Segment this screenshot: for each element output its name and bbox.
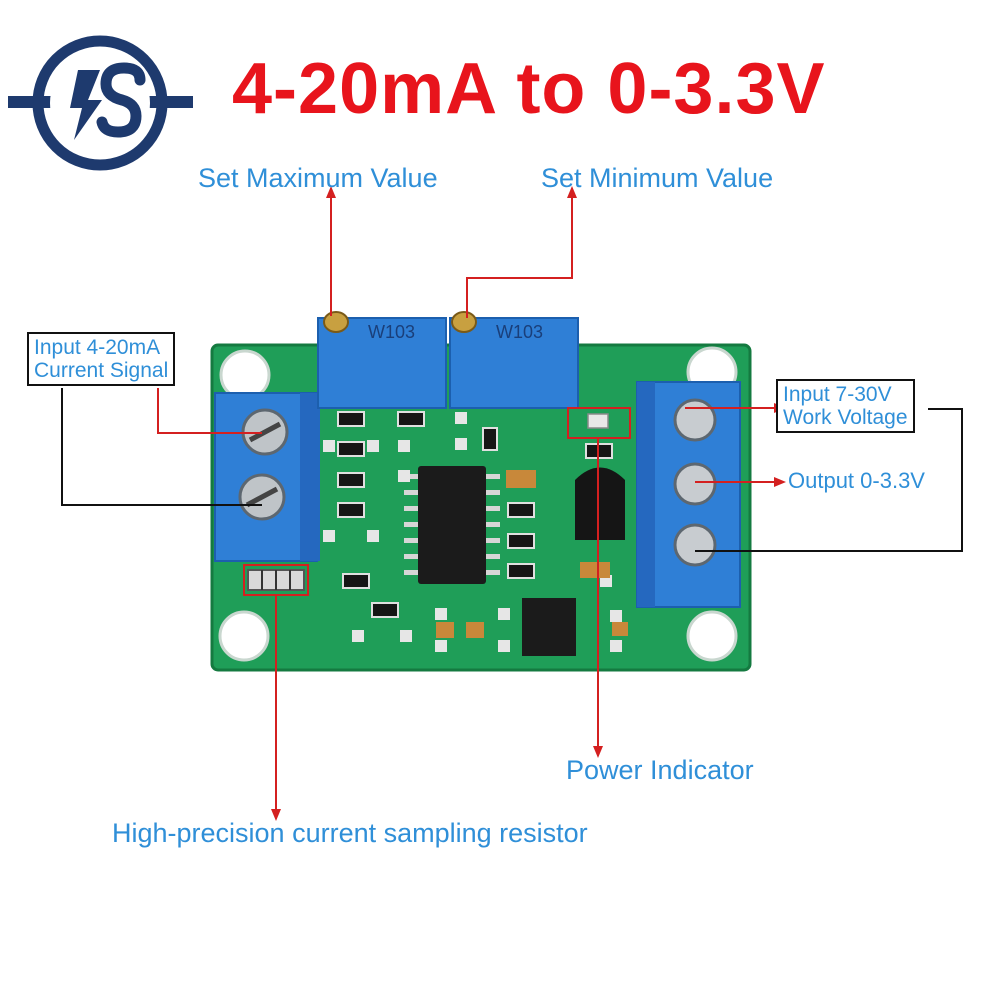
input-current-line2: Current Signal xyxy=(34,359,169,382)
sampling-resistor-label: High-precision current sampling resistor xyxy=(112,818,588,848)
input-voltage-line1: Input 7-30V xyxy=(783,383,892,406)
set-minimum-value-label: Set Minimum Value xyxy=(541,163,774,193)
set-maximum-value-label: Set Maximum Value xyxy=(198,163,438,193)
input-terminal-block xyxy=(214,392,320,562)
max-potentiometer xyxy=(317,311,447,409)
voltage-regulator xyxy=(575,467,625,540)
mount-hole xyxy=(219,349,271,401)
lightning-s-logo-icon xyxy=(8,35,193,171)
page-title: 4-20mA to 0-3.3V xyxy=(232,49,826,129)
power-output-terminal-block xyxy=(636,381,741,608)
output-label: Output 0-3.3V xyxy=(788,468,925,493)
power-indicator-label: Power Indicator xyxy=(566,755,754,785)
op-amp-ic xyxy=(404,466,500,584)
input-voltage-line2: Work Voltage xyxy=(783,406,908,429)
pot-marking: W103 xyxy=(496,322,543,342)
logo xyxy=(8,28,193,178)
regulator-chip xyxy=(522,598,576,656)
input-current-signal-label: Input 4-20mA Current Signal xyxy=(27,332,176,386)
input-current-line1: Input 4-20mA xyxy=(34,336,161,359)
power-led xyxy=(587,413,609,429)
pot-marking: W103 xyxy=(368,322,415,342)
input-work-voltage-label: Input 7-30V Work Voltage xyxy=(776,379,915,433)
mount-hole xyxy=(218,610,270,662)
mount-hole xyxy=(686,610,738,662)
min-potentiometer xyxy=(449,311,579,409)
